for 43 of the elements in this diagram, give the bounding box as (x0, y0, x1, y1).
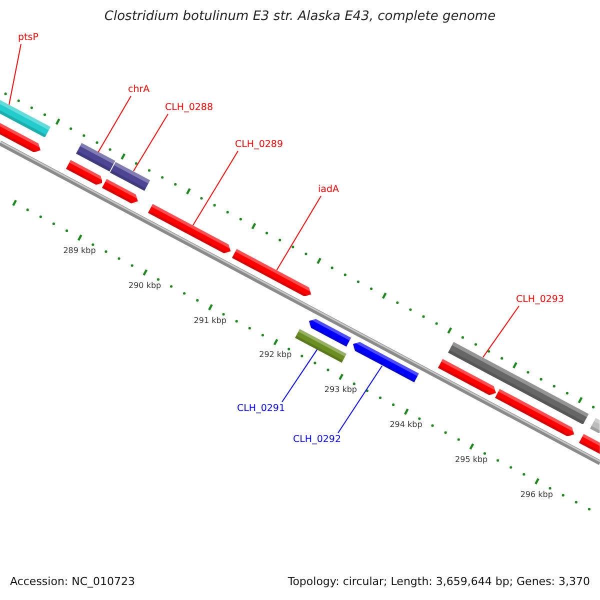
gene-label: CLH_0289 (235, 139, 283, 150)
leader-line (276, 196, 322, 271)
gene-feature (579, 434, 600, 454)
gene-feature (102, 179, 138, 204)
scale-label: 293 kbp (324, 385, 358, 396)
gene-feature (295, 328, 347, 363)
gene-feature (66, 160, 102, 185)
gene-feature (438, 358, 496, 395)
scale-label: 296 kbp (520, 490, 553, 500)
scale-label: 292 kbp (259, 350, 292, 360)
scale-label: 289 kbp (63, 246, 96, 256)
gene-feature (232, 248, 312, 296)
scale-label: 294 kbp (390, 420, 422, 430)
scale-label: 295 kbp (455, 454, 488, 465)
leader-line (8, 44, 22, 106)
leader-line (98, 96, 132, 153)
gene-feature (448, 342, 589, 424)
leader-line (282, 348, 318, 402)
genome-summary-text: Topology: circular; Length: 3,659,644 bp; Genes: 3,370 (288, 575, 590, 588)
gene-feature (0, 122, 41, 152)
map-title: Clostridium botulinum E3 str. Alaska E43, complete genome (103, 9, 497, 24)
gene-label: CLH_0293 (516, 294, 564, 305)
gene-label: CLH_0292 (293, 434, 341, 445)
gene-feature (110, 162, 150, 191)
scale-label: 290 kbp (128, 280, 162, 291)
leader-line (132, 114, 168, 172)
leader-line (482, 306, 520, 358)
gene-label: ptsP (18, 32, 38, 43)
gene-feature (308, 318, 351, 347)
gene-feature (352, 342, 419, 383)
accession-text: Accession: NC_010723 (10, 575, 136, 588)
gene-feature (495, 389, 574, 436)
leader-line (192, 150, 238, 226)
gene-feature (590, 418, 600, 434)
gene-label: CLH_0291 (237, 403, 285, 414)
scale-label: 291 kbp (194, 316, 226, 326)
leader-line (338, 365, 383, 434)
gene-label: CLH_0288 (165, 102, 213, 113)
gene-feature (148, 204, 232, 254)
gene-label: iadA (318, 184, 339, 195)
gene-label: chrA (128, 84, 150, 95)
gene-feature (0, 100, 51, 138)
gene-feature (76, 143, 115, 172)
